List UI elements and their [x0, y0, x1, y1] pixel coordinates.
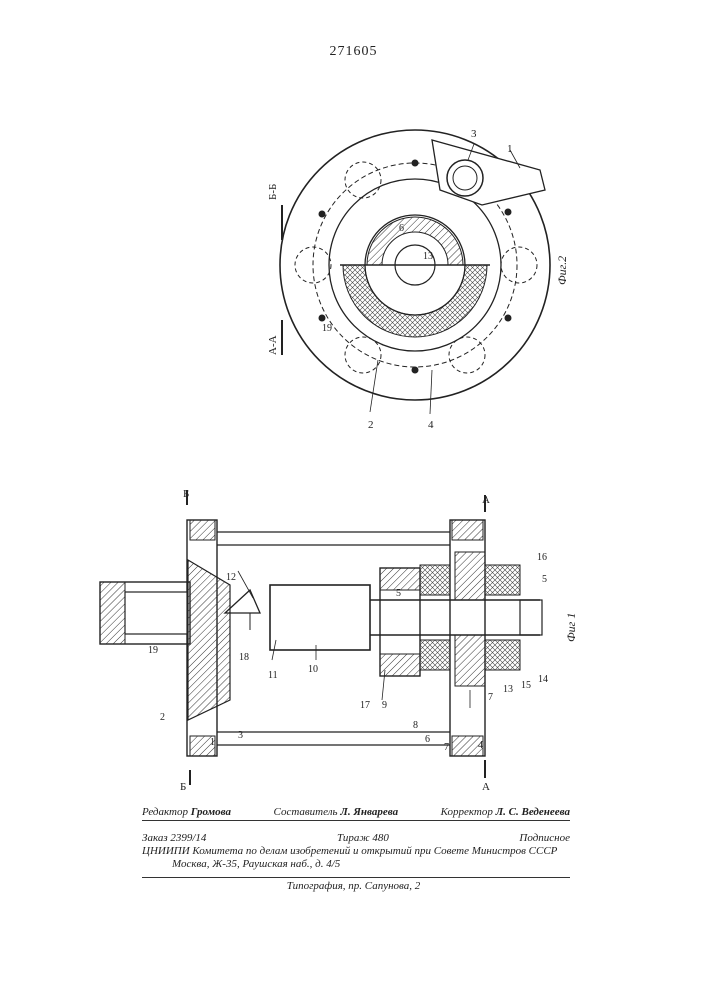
editor-name: Громова [191, 806, 231, 818]
fig1-section-b-top: Б [183, 488, 189, 500]
order-number: Заказ 2399/14 [142, 832, 206, 845]
fig1-label-1: 1 [210, 737, 215, 748]
pin-circle [447, 160, 483, 196]
fig1-label-13: 13 [503, 684, 513, 695]
fig1-label-6: 6 [425, 734, 430, 745]
bolt-hole [345, 337, 381, 373]
fig2-label-3: 3 [471, 128, 477, 140]
fig1-section-b-bottom: Б [180, 781, 186, 793]
fig1-label-19: 19 [148, 645, 158, 656]
address: Москва, Ж-35, Раушская наб., д. 4/5 [142, 858, 570, 871]
fig1-label-15: 15 [521, 680, 531, 691]
fig1-caption: Фиг 1 [564, 613, 578, 642]
circulation: Тираж 480 [337, 832, 389, 845]
institute: ЦНИИПИ Комитета по делам изобретений и о… [142, 845, 570, 858]
subscription: Подписное [519, 832, 570, 845]
printing-house: Типография, пр. Сапунова, 2 [0, 880, 707, 892]
fig2-label-1: 1 [507, 143, 513, 155]
bolt-hole [345, 162, 381, 198]
fig2-label-6: 6 [399, 223, 404, 234]
credits-block: Редактор Громова Составитель Л. Январева… [142, 806, 570, 819]
figure-1 [100, 490, 542, 785]
imprint-block: Заказ 2399/14 Тираж 480 Подписное ЦНИИПИ… [142, 832, 570, 871]
corrector-name: Л. С. Веденеева [496, 806, 570, 818]
fig2-label-19: 19 [322, 323, 332, 334]
fig1-label-5b: 5 [396, 588, 401, 599]
editor-label: Редактор [142, 806, 188, 818]
fig2-section-aa: А-А [267, 335, 279, 355]
corrector-label: Корректор [441, 806, 493, 818]
credits-staff-row: Редактор Громова Составитель Л. Январева… [142, 806, 570, 819]
fig1-label-17: 17 [360, 700, 370, 711]
fig1-label-10: 10 [308, 664, 318, 675]
figure-2 [280, 130, 550, 414]
compiler-name: Л. Январева [340, 806, 398, 818]
drawing-sheet: 3 1 6 13 19 2 4 Б-Б А-А Фиг.2 [0, 0, 707, 800]
compiler-label: Составитель [274, 806, 338, 818]
upper-bushing [367, 217, 463, 265]
fig1-label-7: 7 [444, 742, 449, 753]
fig2-label-2: 2 [368, 419, 374, 431]
fig2-section-bb: Б-Б [267, 184, 279, 200]
divider-bottom [142, 877, 570, 878]
fig1-label-9: 9 [382, 700, 387, 711]
fig1-section-a-top: А [482, 494, 490, 506]
bolt-hole [449, 337, 485, 373]
fig2-caption: Фиг.2 [555, 256, 569, 285]
bolt-hole [295, 247, 331, 283]
fig1-label-3: 3 [238, 730, 243, 741]
fig1-label-8: 8 [413, 720, 418, 731]
bushing-section [343, 265, 487, 337]
fig2-label-13: 13 [423, 251, 433, 262]
fig1-label-11: 11 [268, 670, 278, 681]
fig1-label-12: 12 [226, 572, 236, 583]
fig1-label-14: 14 [538, 674, 548, 685]
fig1-label-5: 5 [542, 574, 547, 585]
fig1-label-2: 2 [160, 712, 165, 723]
fig1-label-4: 4 [478, 740, 483, 751]
divider-top [142, 820, 570, 821]
fig1-label-18: 18 [239, 652, 249, 663]
fig1-label-16: 16 [537, 552, 547, 563]
fig1-label-7b: 7 [488, 692, 493, 703]
fig2-label-4: 4 [428, 419, 434, 431]
fig1-section-a-bottom: А [482, 781, 490, 793]
bolt-hole [501, 247, 537, 283]
